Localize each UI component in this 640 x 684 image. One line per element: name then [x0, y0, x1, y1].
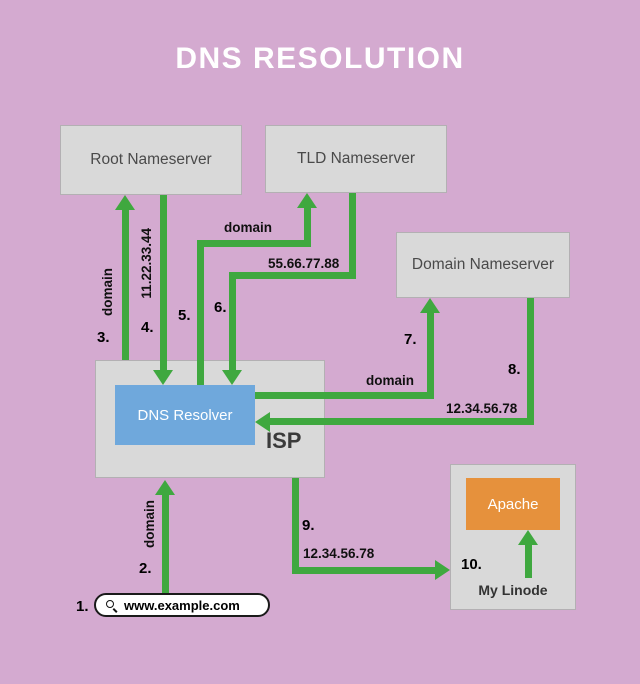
query-text: www.example.com [124, 597, 240, 613]
arrow-step6-line [229, 272, 236, 372]
arrow-step5-head-icon [297, 193, 317, 208]
arrow-step6-label: 55.66.77.88 [268, 256, 340, 271]
node-dns-resolver-label: DNS Resolver [137, 406, 233, 424]
step-6-number: 6. [214, 299, 227, 316]
magnifier-icon [105, 599, 118, 612]
node-root-nameserver-label: Root Nameserver [90, 151, 212, 168]
arrow-step8-line [527, 298, 534, 425]
my-linode-label: My Linode [478, 582, 548, 598]
page-title: DNS RESOLUTION [175, 42, 465, 75]
query-input: www.example.com [94, 593, 270, 617]
step-4-number: 4. [141, 319, 154, 336]
arrow-step2-label: domain [142, 500, 157, 549]
arrow-step8-label: 12.34.56.78 [446, 401, 518, 416]
arrow-step8-head-icon [255, 412, 270, 432]
arrow-step9-label: 12.34.56.78 [303, 546, 375, 561]
step-7-number: 7. [404, 331, 417, 348]
node-tld-nameserver-label: TLD Nameserver [297, 150, 415, 167]
arrow-step9-line [292, 567, 437, 574]
arrow-step3-label: domain [100, 268, 115, 317]
step-10-number: 10. [461, 556, 482, 573]
arrow-step3-head-icon [115, 195, 135, 210]
arrow-step7-head-icon [420, 298, 440, 313]
node-root-nameserver: Root Nameserver [60, 125, 242, 195]
arrow-step4-head-icon [153, 370, 173, 385]
step-8-number: 8. [508, 361, 521, 378]
arrow-step5-line [304, 206, 311, 247]
step-9-number: 9. [302, 517, 315, 534]
step-3-number: 3. [97, 329, 110, 346]
node-apache: Apache [466, 478, 560, 530]
arrow-step3-line [122, 208, 129, 360]
arrow-step5-line [197, 240, 204, 385]
arrow-step6-line [229, 272, 356, 279]
node-apache-label: Apache [487, 495, 539, 513]
node-tld-nameserver: TLD Nameserver [265, 125, 447, 193]
arrow-step6-head-icon [222, 370, 242, 385]
arrow-step6-line [349, 193, 356, 279]
node-domain-nameserver-label: Domain Nameserver [411, 256, 555, 273]
arrow-step10-line [525, 543, 532, 578]
arrow-step9-line [292, 478, 299, 574]
arrow-step5-line [197, 240, 311, 247]
isp-label: ISP [266, 428, 302, 453]
arrow-step7-label: domain [366, 373, 415, 388]
arrow-step7-line [427, 311, 434, 399]
arrow-step8-line [268, 418, 534, 425]
step-1-number: 1. [76, 598, 89, 615]
node-domain-nameserver: Domain Nameserver [396, 232, 570, 298]
step-2-number: 2. [139, 560, 152, 577]
node-dns-resolver: DNS Resolver [115, 385, 255, 445]
arrow-step9-head-icon [435, 560, 450, 580]
arrow-step7-line [255, 392, 434, 399]
arrow-step10-head-icon [518, 530, 538, 545]
arrow-step2-line [162, 493, 169, 594]
arrow-step4-label: 11.22.33.44 [139, 228, 154, 299]
arrow-step5-label: domain [224, 220, 273, 235]
arrow-step2-head-icon [155, 480, 175, 495]
arrow-step4-line [160, 195, 167, 372]
step-5-number: 5. [178, 307, 191, 324]
